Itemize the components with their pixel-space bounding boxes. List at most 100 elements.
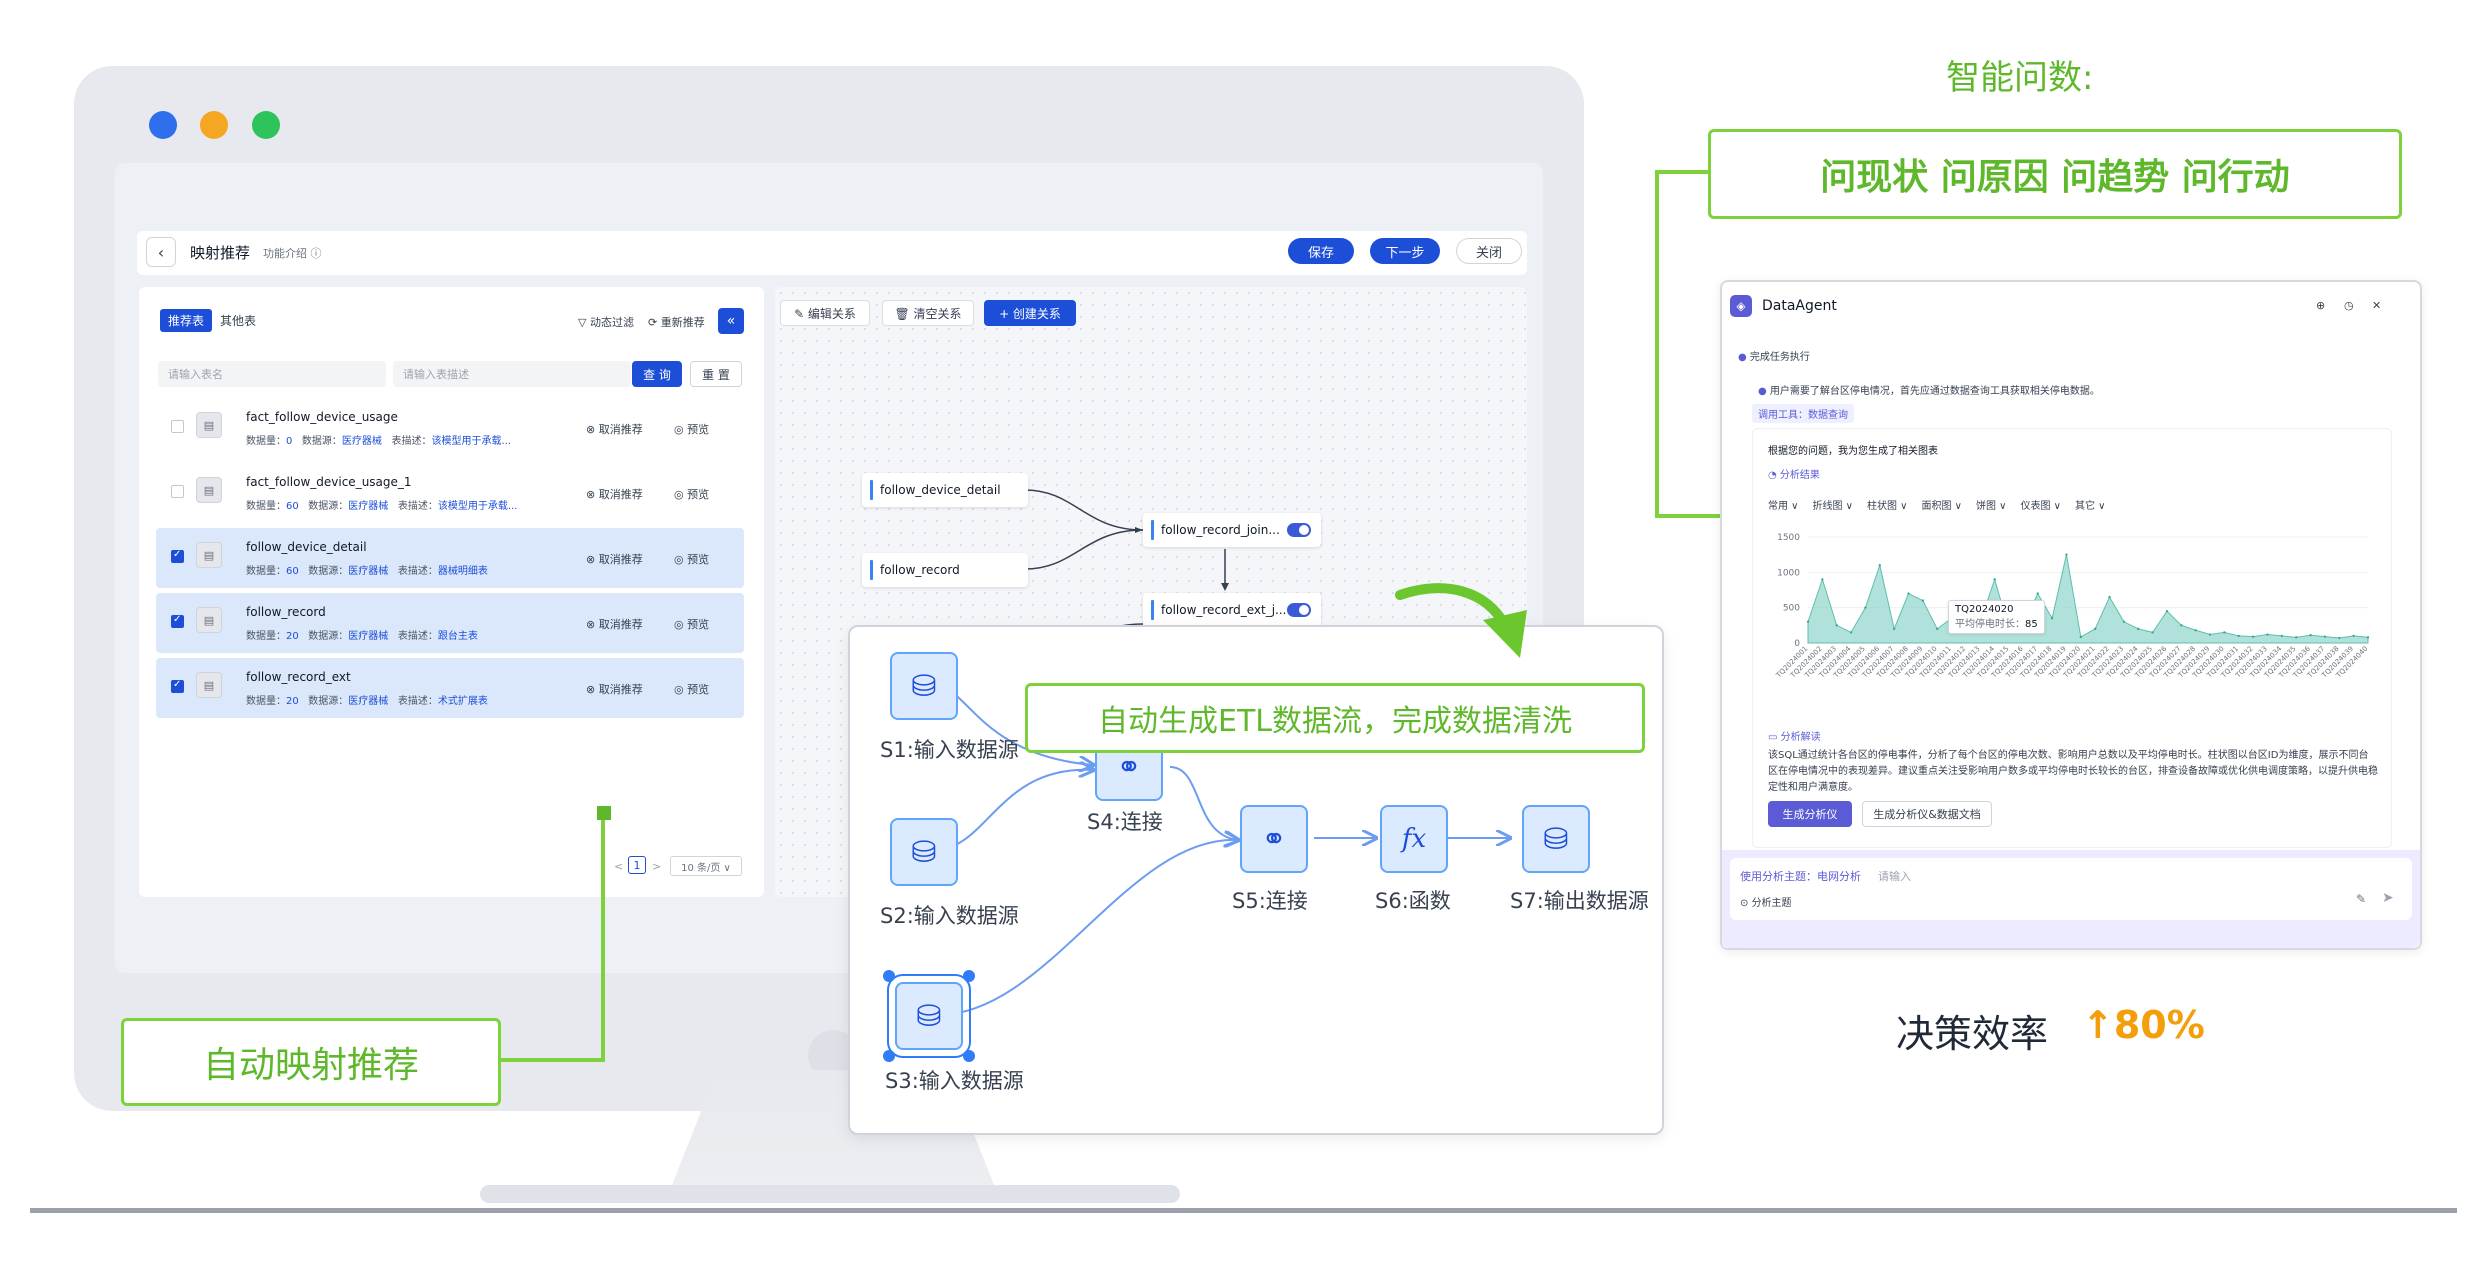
selection-handle[interactable] [883, 1050, 895, 1062]
chart-point[interactable] [2251, 635, 2255, 638]
preview-button[interactable]: ◎ 预览 [674, 423, 710, 436]
preview-button[interactable]: ◎ 预览 [674, 683, 710, 696]
function-icon[interactable]: fx [1380, 805, 1448, 873]
chart-point[interactable] [1907, 592, 1910, 595]
page-size-select[interactable]: 10 条/页 ∨ [670, 856, 742, 876]
chart-point[interactable] [2065, 553, 2068, 556]
chart-point[interactable] [2151, 631, 2154, 634]
chart-point[interactable] [2323, 635, 2327, 638]
generate-dashboard-button[interactable]: 生成分析仪 [1768, 801, 1852, 827]
node-toggle[interactable] [1287, 603, 1311, 617]
chart-point[interactable] [2223, 631, 2226, 634]
topic-button[interactable]: ⊙ 分析主题 [1740, 894, 1792, 909]
pagination-prev[interactable]: < [614, 860, 624, 873]
preview-button[interactable]: ◎ 预览 [674, 488, 710, 501]
selection-handle[interactable] [963, 970, 975, 982]
chart-point[interactable] [2079, 635, 2083, 639]
database-export-icon[interactable]: ⛁ [1522, 805, 1590, 873]
reset-button[interactable]: 重 置 [690, 361, 742, 387]
new-chat-icon[interactable]: ⊕ [2316, 299, 2326, 312]
cancel-recommend-button[interactable]: ⊗ 取消推荐 [586, 618, 643, 631]
chart-point[interactable] [2352, 634, 2355, 638]
chart-point[interactable] [2093, 627, 2097, 631]
table-name-input[interactable]: 请输入表名 [158, 361, 386, 387]
chart-point[interactable] [2036, 592, 2039, 595]
relation-node-join[interactable]: follow_record_ext_j... [1143, 593, 1321, 627]
chart-point[interactable] [2295, 636, 2298, 639]
chart-point[interactable] [2050, 617, 2054, 620]
chart-point[interactable] [1821, 578, 1824, 581]
back-button[interactable]: ‹ [146, 237, 176, 267]
chart-point[interactable] [2122, 620, 2126, 623]
cancel-recommend-button[interactable]: ⊗ 取消推荐 [586, 423, 643, 436]
chart-point[interactable] [2338, 636, 2341, 640]
attach-icon[interactable]: ✎ [2356, 892, 2367, 906]
create-relation-button[interactable]: + 创建关系 [984, 300, 1076, 326]
next-button[interactable]: 下一步 [1370, 238, 1440, 264]
chart-point[interactable] [2108, 595, 2111, 599]
chart-point[interactable] [2165, 610, 2169, 613]
chart-type-common[interactable]: 常用 ∨ [1768, 501, 1799, 512]
chart-point[interactable] [1835, 624, 1838, 627]
chart-point[interactable] [1878, 564, 1881, 567]
clear-relation-button[interactable]: 🗑 清空关系 [882, 300, 974, 326]
row-checkbox[interactable] [171, 614, 184, 628]
send-icon[interactable]: ➤ [2382, 890, 2394, 906]
chart-point[interactable] [1993, 578, 1996, 581]
chart-type-pie[interactable]: 饼图 ∨ [1976, 501, 2007, 512]
chart-point[interactable] [2237, 634, 2240, 638]
row-checkbox[interactable] [171, 420, 184, 433]
cancel-recommend-button[interactable]: ⊗ 取消推荐 [586, 553, 643, 566]
history-icon[interactable]: ◷ [2344, 299, 2354, 312]
tab-other[interactable]: 其他表 [220, 314, 257, 328]
chat-input-box[interactable] [1730, 858, 2412, 920]
chart-point[interactable] [2194, 629, 2197, 632]
preview-button[interactable]: ◎ 预览 [674, 553, 710, 566]
close-icon[interactable]: ✕ [2372, 299, 2382, 312]
chart-point[interactable] [2309, 634, 2312, 637]
cancel-recommend-button[interactable]: ⊗ 取消推荐 [586, 488, 643, 501]
chart-point[interactable] [1936, 627, 1939, 631]
chart-point[interactable] [1921, 599, 1925, 602]
chart-type-gauge[interactable]: 仪表图 ∨ [2020, 501, 2062, 512]
row-checkbox[interactable] [171, 549, 184, 563]
chart-point[interactable] [1849, 631, 1853, 634]
pagination-next[interactable]: > [652, 860, 662, 873]
chart-type-bar[interactable]: 柱状图 ∨ [1867, 501, 1908, 512]
chart-point[interactable] [2266, 633, 2269, 636]
join-icon[interactable]: ⚭ [1240, 805, 1308, 873]
chart-point[interactable] [2280, 634, 2284, 638]
relation-node-join[interactable]: follow_record_join... [1143, 513, 1321, 547]
chart-point[interactable] [2137, 627, 2140, 631]
selection-handle[interactable] [883, 970, 895, 982]
re-recommend-button[interactable]: ⟳ 重新推荐 [648, 316, 705, 329]
database-import-icon[interactable]: ⛁ [887, 974, 971, 1058]
chart-point[interactable] [2180, 624, 2183, 627]
chart-point[interactable] [1892, 627, 1896, 631]
tab-recommended[interactable]: 推荐表 [160, 309, 213, 332]
chart-point[interactable] [1864, 606, 1867, 609]
topic-chip[interactable]: 使用分析主题：电网分析 [1740, 868, 1861, 884]
dynamic-filter-button[interactable]: ▽ 动态过滤 [578, 316, 634, 329]
collapse-button[interactable]: « [718, 308, 744, 334]
generate-doc-button[interactable]: 生成分析仪&数据文档 [1862, 801, 1992, 827]
database-import-icon[interactable]: ⛁ [890, 652, 958, 720]
node-toggle[interactable] [1287, 523, 1311, 537]
relation-node[interactable]: follow_device_detail [862, 473, 1028, 507]
pagination-page[interactable]: 1 [628, 856, 646, 874]
database-import-icon[interactable]: ⛁ [890, 818, 958, 886]
chart-point[interactable] [2208, 633, 2212, 636]
close-button[interactable]: 关闭 [1456, 238, 1522, 264]
help-link[interactable]: 功能介绍 ⓘ [263, 247, 322, 260]
row-checkbox[interactable] [171, 485, 184, 498]
preview-button[interactable]: ◎ 预览 [674, 618, 710, 631]
selection-handle[interactable] [963, 1050, 975, 1062]
chart-point[interactable] [1806, 620, 1810, 623]
chat-input-placeholder[interactable]: 请输入 [1878, 870, 1911, 883]
table-desc-input[interactable]: 请输入表描述 [393, 361, 631, 387]
cancel-recommend-button[interactable]: ⊗ 取消推荐 [586, 683, 643, 696]
